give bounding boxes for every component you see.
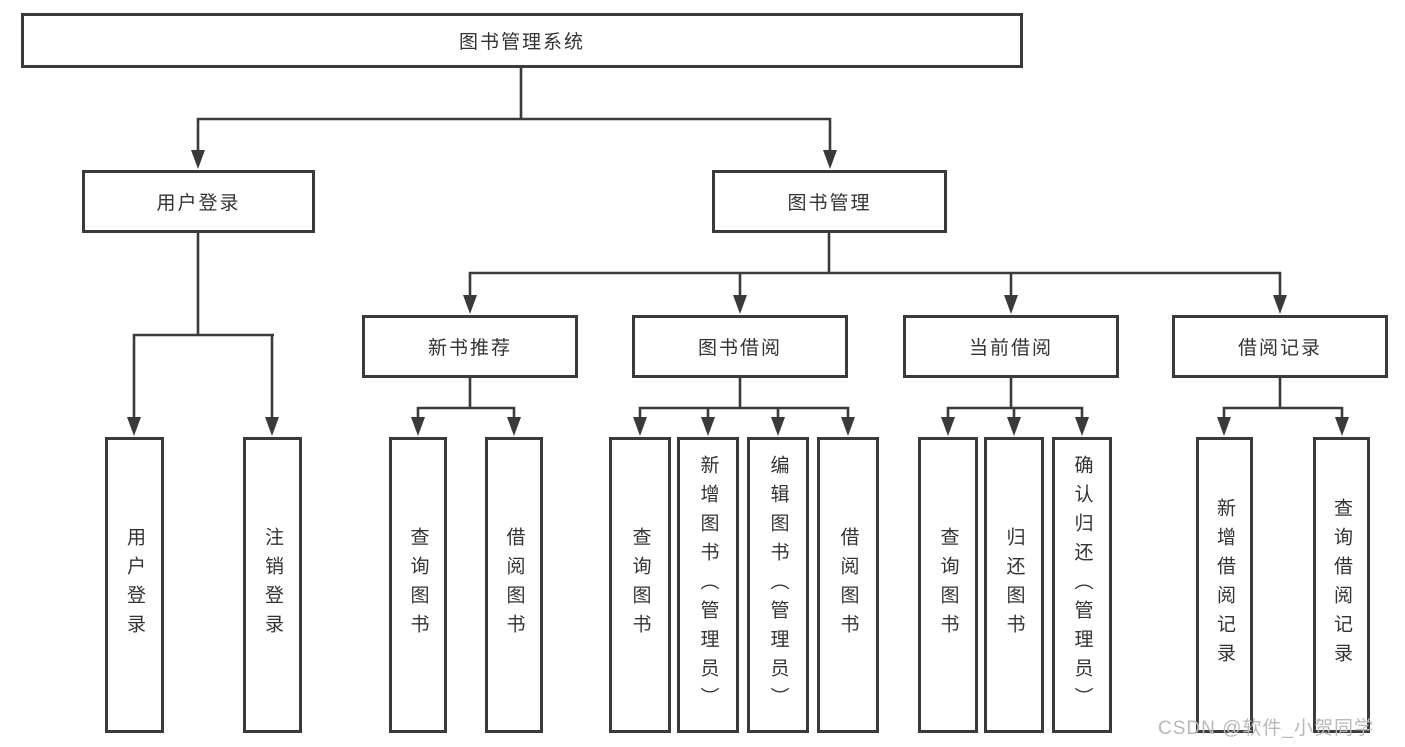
connector-book-management-to-level3 [468,232,1282,296]
leaf-add-borrow-record-label: 新增借阅记录 [1214,498,1235,672]
arrowheads-level2 [191,150,837,169]
leaf-borrow-books: 借阅图书 [817,437,879,733]
leaf-query-books-current-label: 查询图书 [937,527,959,643]
arrowheads-current-borrow-leaves [941,417,1089,436]
arrowheads-book-borrow-leaves [633,417,855,436]
arrowheads-user-login-leaves [127,417,279,436]
node-book-management: 图书管理 [712,170,947,233]
leaf-add-borrow-record: 新增借阅记录 [1196,437,1253,733]
arrowheads-level3 [463,295,1287,314]
node-book-borrow: 图书借阅 [632,315,848,378]
connector-book-borrow-to-leaves [638,377,850,420]
node-book-management-label: 图书管理 [787,193,872,214]
leaf-query-books-borrow: 查询图书 [609,437,671,733]
leaf-edit-books-admin: 编辑图书（管理员） [747,437,809,733]
leaf-add-books-admin: 新增图书（管理员） [677,437,739,733]
node-root-label: 图书管理系统 [458,32,585,53]
leaf-confirm-return-admin-label: 确认归还（管理员） [1071,454,1093,716]
leaf-return-books-label: 归还图书 [1003,527,1025,643]
leaf-logout: 注销登录 [243,437,302,733]
leaf-borrow-books-label: 借阅图书 [837,527,859,643]
leaf-query-books-recommend-label: 查询图书 [407,527,429,643]
connector-root-to-level2 [196,66,832,151]
leaf-query-books-borrow-label: 查询图书 [629,527,651,643]
node-new-book-recommend: 新书推荐 [362,315,578,378]
csdn-watermark: CSDN @软件_小贺同学 [1158,718,1374,739]
leaf-query-borrow-record: 查询借阅记录 [1313,437,1370,733]
connector-user-login-to-leaves [132,232,274,418]
connector-new-book-recommend-to-leaves [416,377,516,420]
leaf-query-books-current: 查询图书 [918,437,978,733]
node-user-login: 用户登录 [82,170,315,233]
leaf-user-login: 用户登录 [105,437,164,733]
connector-borrow-record-to-leaves [1222,377,1344,420]
node-book-borrow-label: 图书借阅 [697,338,782,359]
leaf-return-books: 归还图书 [984,437,1044,733]
leaf-query-books-recommend: 查询图书 [389,437,447,733]
leaf-borrow-books-recommend: 借阅图书 [485,437,543,733]
node-current-borrow-label: 当前借阅 [968,338,1053,359]
node-new-book-recommend-label: 新书推荐 [427,338,512,359]
leaf-logout-label: 注销登录 [262,527,283,643]
node-root: 图书管理系统 [21,13,1023,68]
leaf-query-borrow-record-label: 查询借阅记录 [1331,498,1352,672]
node-borrow-record: 借阅记录 [1172,315,1388,378]
node-user-login-label: 用户登录 [156,193,241,214]
leaf-confirm-return-admin: 确认归还（管理员） [1052,437,1112,733]
connector-current-borrow-to-leaves [946,377,1084,420]
node-borrow-record-label: 借阅记录 [1237,338,1322,359]
leaf-borrow-books-recommend-label: 借阅图书 [503,527,525,643]
leaf-user-login-label: 用户登录 [124,527,145,643]
leaf-add-books-admin-label: 新增图书（管理员） [697,454,719,716]
leaf-edit-books-admin-label: 编辑图书（管理员） [767,454,789,716]
node-current-borrow: 当前借阅 [903,315,1119,378]
arrowheads-borrow-record-leaves [1217,417,1349,436]
arrowheads-new-book-recommend-leaves [411,417,521,436]
